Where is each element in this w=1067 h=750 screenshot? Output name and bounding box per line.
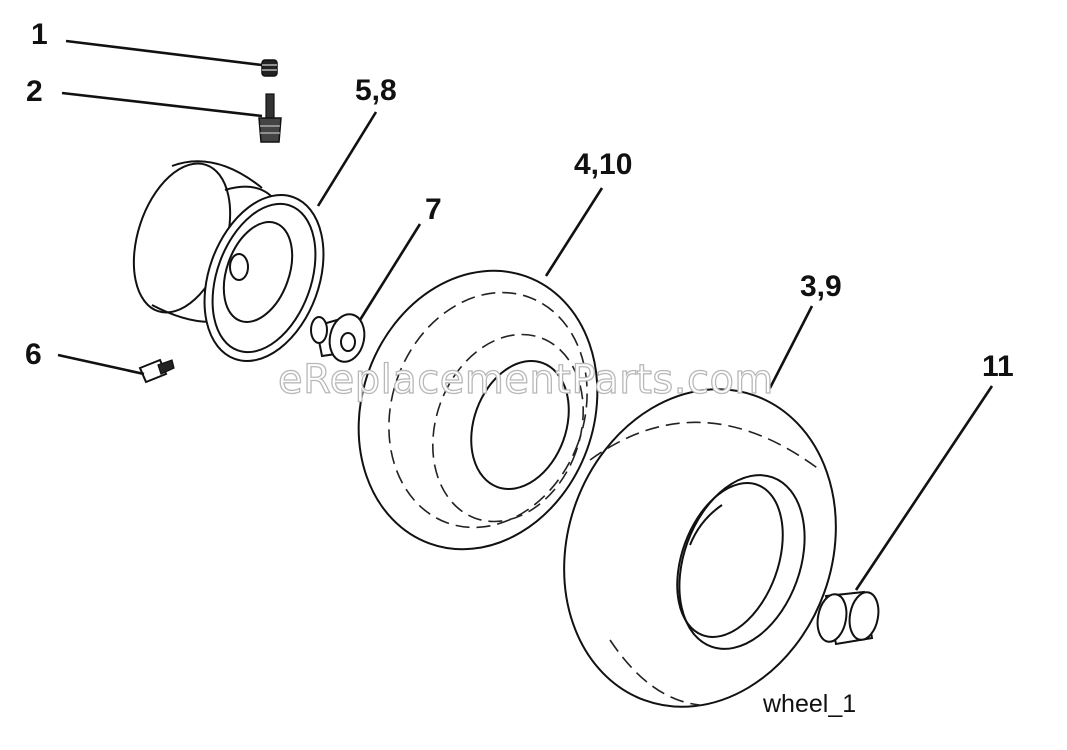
diagram-caption: wheel_1 [762,690,856,718]
leader-line-3-9 [768,305,814,389]
callout-2: 2 [26,75,43,108]
hub-bushing-part [816,590,880,646]
leader-line-1 [65,39,263,67]
rear-tire-part [563,388,837,708]
callout-7: 7 [425,193,442,226]
callout-6: 6 [25,338,42,371]
callout-11: 11 [982,350,1014,383]
leader-line-5-8 [316,111,378,207]
wheel-rim-part [132,160,325,362]
bolt-part [138,358,175,384]
callout-3-9: 3,9 [800,270,842,303]
callout-5-8: 5,8 [355,74,397,107]
spacer-bushing-part [310,313,366,363]
leader-line-6 [57,353,145,376]
leader-line-2 [61,91,263,118]
valve-stem-part [258,93,282,143]
leader-line-11 [854,385,994,591]
watermark-text: eReplacementParts.com [278,357,774,403]
front-tire-part [357,269,599,551]
callout-1: 1 [31,18,48,51]
valve-cap-part [261,59,278,77]
callout-4-10: 4,10 [574,148,632,181]
leader-line-4-10 [544,187,604,277]
leader-line-7 [358,223,422,321]
